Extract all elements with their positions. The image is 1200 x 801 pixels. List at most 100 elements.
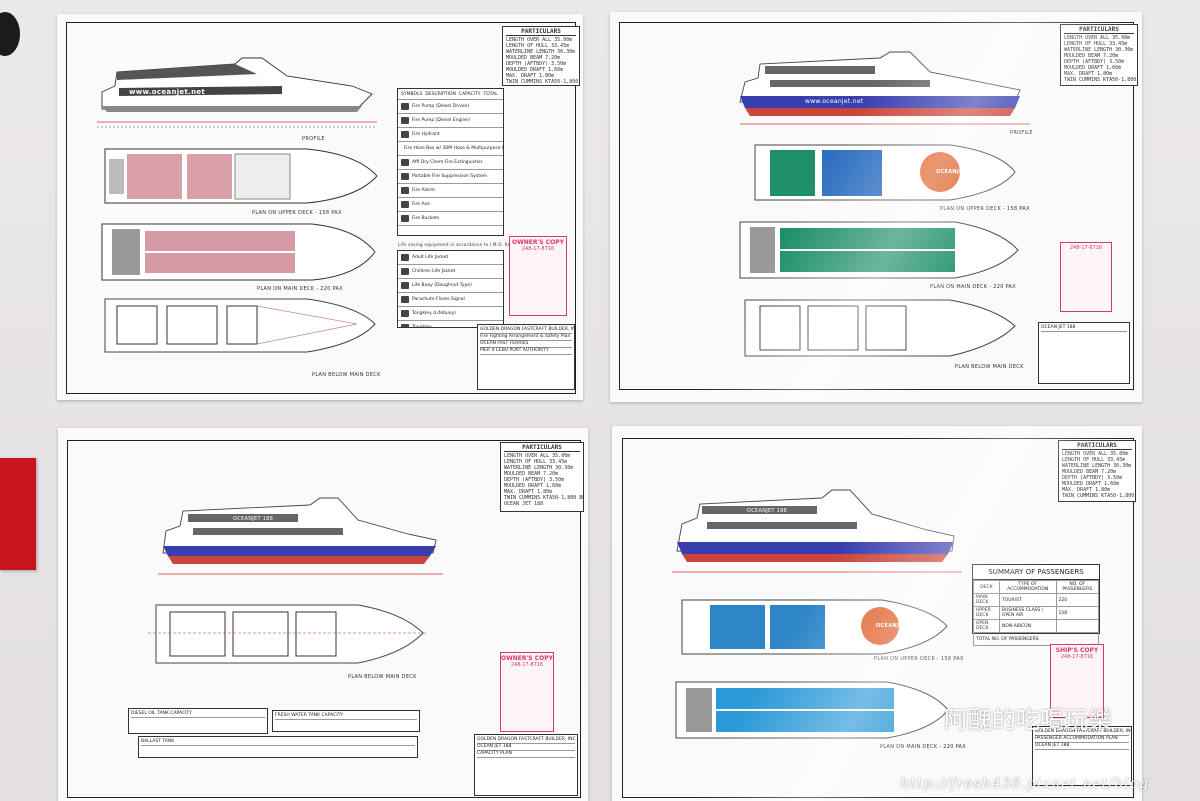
legend-row: Tongkley (Lifebuoy): [398, 307, 503, 321]
ships-copy-stamp: SHIP'S COPY 248-17-8716: [1050, 644, 1104, 718]
owners-copy-stamp: OWNER'S COPY 248-17-8716: [500, 652, 554, 732]
particulars-line: OCEAN JET 188: [504, 501, 544, 507]
particulars-line: MAX. DRAFT 1.80m: [1064, 71, 1113, 77]
particulars-line: LENGTH OF HULL 33.45m: [504, 459, 568, 465]
title-block: GOLDEN DRAGON FASTCRAFT BUILDER, INC. PA…: [1032, 726, 1132, 786]
ship-drawings: [148, 497, 443, 664]
main-deck-plan: [675, 681, 949, 739]
particulars-line: TWIN CUMMINS KTA50-1,800 BHP: [506, 79, 579, 85]
legend-label: Parachute Flares Signal: [412, 297, 465, 302]
legend-label: Children Life Jacket: [412, 269, 456, 274]
view-label-profile: PROFILE: [1010, 130, 1033, 136]
legend-header: SYMBOLS DESCRIPTION CAPACITY TOTAL: [398, 89, 503, 100]
legend-row: Affi Dry Chem Fire Extinguisher: [398, 156, 503, 170]
ship-profile: [158, 497, 443, 575]
ship-drawings: [97, 57, 378, 353]
hull-website-text: www.oceanjet.net: [805, 98, 864, 105]
view-label-upper-deck: PLAN ON UPPER DECK - 158 PAX: [940, 206, 1030, 212]
brand-logo-text: OCEANJET: [876, 623, 907, 629]
ship-profile: [739, 51, 1030, 125]
summary-cell: [1055, 619, 1100, 633]
particulars-line: LENGTH OVER ALL 35.00m: [1062, 451, 1129, 457]
particulars-line: DEPTH (AFTBDY) 3.50m: [1062, 475, 1123, 481]
legend-label: Fire Alarm: [412, 188, 435, 193]
legend-row: Portable Fire Suppression System: [398, 170, 503, 184]
title-block: GOLDEN DRAGON FASTCRAFT BUILDER, INC. OC…: [474, 734, 578, 796]
summary-cell: TOURIST: [998, 593, 1057, 607]
title-block: GOLDEN DRAGON FASTCRAFT BUILDER, INC. Fi…: [477, 324, 575, 390]
summary-total-label: TOTAL NO. OF PASSENGERS: [973, 632, 1099, 646]
main-deck-plan: [101, 223, 376, 281]
particulars-line: TWIN CUMMINS KTA50-1,800 BHP: [504, 495, 584, 501]
fresh-water-tank-table: FRESH WATER TANK CAPACITY: [272, 710, 420, 732]
particulars-line: MOULDED BEAM 7.20m: [504, 471, 559, 477]
drawing-border: [619, 22, 1134, 390]
particulars-line: TWIN CUMMINS KTA50-1,800 BHP: [1064, 77, 1137, 83]
legend-label: Fire Hose Box w/ 30M Hose & Multipurpose…: [404, 146, 504, 151]
particulars-line: MAX. DRAFT 1.80m: [504, 489, 553, 495]
particulars-line: MOULDED DRAFT 1.60m: [1064, 65, 1122, 71]
brand-logo-text: OCEANJET: [936, 169, 967, 175]
legend-label: Affi Dry Chem Fire Extinguisher: [412, 160, 483, 165]
drawing-border: [67, 440, 581, 798]
legend-label: Fire Hydrant: [412, 132, 440, 137]
lifesaving-note: Life saving equipment in accordance to I…: [398, 242, 530, 247]
particulars-line: WATERLINE LENGTH 30.30m: [504, 465, 574, 471]
main-deck-plan: [739, 221, 1019, 279]
legend-symbol-icon: [401, 131, 409, 138]
particulars-line: MOULDED BEAM 7.20m: [1064, 53, 1119, 59]
upper-deck-plan: [104, 148, 378, 204]
particulars-line: WATERLINE LENGTH 30.30m: [1064, 47, 1134, 53]
red-magnet: [0, 458, 36, 570]
ballast-tank-table: BALLAST TANK: [138, 736, 418, 758]
title-block: OCEAN JET 188: [1038, 322, 1130, 384]
ship-profile: [672, 489, 962, 573]
legend-label: Life Buoy (Doughnut Type): [412, 283, 472, 288]
ship-drawings: [739, 51, 1030, 357]
legend-symbol-icon: [401, 159, 409, 166]
legend-symbol-icon: [401, 187, 409, 194]
legend-symbol-icon: [401, 310, 409, 317]
legend-row: Fire Alarm: [398, 184, 503, 198]
legend-label: Fire Axe: [412, 202, 430, 207]
legend-label: Fire Pump (Diesel Driven): [412, 104, 470, 109]
summary-cell: 158: [1055, 606, 1100, 620]
particulars-line: MOULDED DRAFT 1.60m: [506, 67, 564, 73]
particulars-line: MAX. DRAFT 1.80m: [1062, 487, 1111, 493]
legend-row: Parachute Flares Signal: [398, 293, 503, 307]
particulars-line: WATERLINE LENGTH 30.30m: [1062, 463, 1132, 469]
particulars-line: MOULDED DRAFT 1.60m: [504, 483, 562, 489]
below-deck-plan: [148, 604, 428, 664]
summary-cell: MAIN DECK: [973, 593, 1000, 607]
blog-watermark-title: 阿醜的吃喝玩樂: [944, 706, 1112, 734]
hull-name-text: OCEANJET 188: [747, 508, 788, 514]
particulars-line: LENGTH OVER ALL 35.00m: [1064, 35, 1131, 41]
legend-row: Fire Hydrant: [398, 128, 503, 142]
hull-name-text: OCEANJET 188: [233, 516, 274, 522]
drawing-border: [622, 438, 1134, 798]
summary-cell: BUSINESS CLASS / OPEN AIR: [998, 606, 1057, 620]
summary-total-row: TOTAL NO. OF PASSENGERS: [973, 632, 1099, 646]
owners-copy-stamp: 248-17-8716: [1060, 242, 1112, 312]
upper-deck-plan: [754, 144, 1016, 201]
blog-watermark-url: http://fresh438.pixnet.net/blog: [900, 776, 1150, 792]
legend-row: Children Life Jacket: [398, 265, 503, 279]
legend-symbol-icon: [401, 201, 409, 208]
particulars-line: LENGTH OVER ALL 35.00m: [506, 37, 573, 43]
summary-cell: OPEN DECK: [973, 619, 1000, 633]
particulars-line: WATERLINE LENGTH 30.30m: [506, 49, 576, 55]
legend-row: Fire Axe: [398, 198, 503, 212]
legend-symbol-icon: [401, 173, 409, 180]
